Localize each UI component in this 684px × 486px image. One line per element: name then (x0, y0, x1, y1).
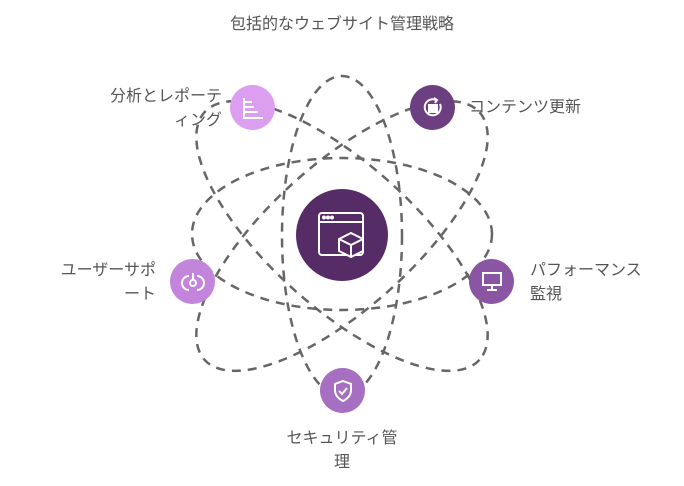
label-reporting-line2: ィング (173, 110, 222, 129)
label-content: コンテンツ更新 (469, 95, 581, 119)
shield-check-icon (333, 379, 352, 402)
orbit-horizontal (190, 156, 494, 312)
monitor-icon (481, 271, 502, 291)
refresh-document-icon (423, 96, 442, 116)
bar-chart-icon (242, 97, 263, 119)
support-icon (180, 272, 205, 291)
label-reporting-line1: 分析とレポーテ (109, 86, 222, 105)
label-security-line2: 理 (333, 452, 350, 471)
label-content-line1: コンテンツ更新 (469, 97, 582, 116)
node-security[interactable] (320, 368, 365, 413)
label-support-line1: ユーザーサポ (60, 260, 156, 279)
node-support[interactable] (170, 259, 215, 304)
center-node (296, 189, 388, 281)
label-support-line2: ート (123, 284, 156, 303)
label-support: ユーザーサポ ート (61, 258, 156, 306)
orbit-diagonal-a (195, 99, 489, 373)
label-security: セキュリティ管 理 (262, 426, 422, 474)
node-content[interactable] (410, 85, 455, 130)
label-reporting: 分析とレポーテ ィング (110, 84, 222, 132)
node-reporting[interactable] (230, 85, 275, 130)
diagram-title: 包括的なウェブサイト管理戦略 (229, 14, 454, 33)
label-security-line1: セキュリティ管 (286, 428, 398, 447)
label-performance: パフォーマンス 監視 (530, 258, 642, 306)
label-performance-line2: 監視 (530, 284, 563, 303)
node-performance[interactable] (469, 259, 514, 304)
browser-box-icon (318, 212, 364, 259)
orbit-diagonal-b (195, 99, 489, 373)
label-performance-line1: パフォーマンス (530, 260, 642, 279)
